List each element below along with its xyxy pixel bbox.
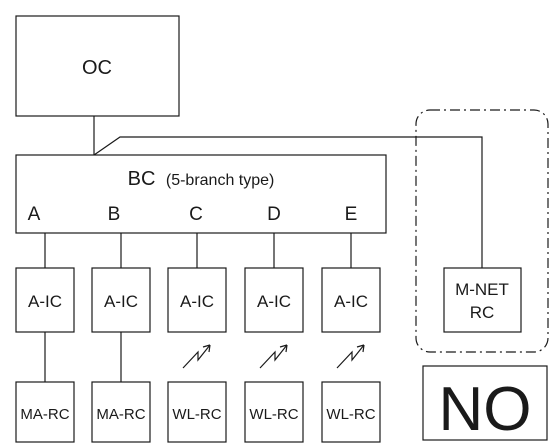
mnet-rc-box [443,267,522,333]
bc-port-c: C [189,204,203,225]
mnet-dashed-boundary [415,109,549,353]
oc-label: OC [82,57,112,79]
indoor-unit-1-label: A-IC [28,292,62,311]
bc-label: BC [128,168,156,190]
indoor-unit-3 [167,267,227,333]
indoor-unit-5 [321,267,381,333]
bc-port-b: B [108,204,121,225]
remote-4 [244,381,304,443]
mnet-rc-line1: M-NET [455,280,509,299]
remote-2-label: MA-RC [96,406,145,423]
mnet-transmission-line [93,136,483,268]
remote-2 [91,381,151,443]
remote-4-label: WL-RC [249,406,298,423]
remote-1-label: MA-RC [20,406,69,423]
bc-type-note: (5-branch type) [166,172,275,189]
wireless-signal-icon-3 [182,344,211,369]
remote-1 [15,381,75,443]
oc-box [15,15,180,117]
bc-box [15,154,387,234]
remote-3-label: WL-RC [172,406,221,423]
indoor-unit-1 [15,267,75,333]
wireless-signal-icon-5 [336,344,365,369]
mnet-rc-line2: RC [470,303,495,322]
remote-5-label: WL-RC [326,406,375,423]
remote-3 [167,381,227,443]
wireless-signal-icon-4 [259,344,288,369]
indoor-unit-4-label: A-IC [257,292,291,311]
indoor-unit-2-label: A-IC [104,292,138,311]
indoor-unit-5-label: A-IC [334,292,368,311]
remote-5 [321,381,381,443]
verdict-box [422,365,548,441]
verdict-label: NO [439,375,532,444]
indoor-unit-3-label: A-IC [180,292,214,311]
bc-port-a: A [28,204,41,225]
indoor-unit-4 [244,267,304,333]
bc-port-d: D [267,204,281,225]
bc-port-e: E [345,204,358,225]
indoor-unit-2 [91,267,151,333]
bc-title: BC (5-branch type) [128,168,275,190]
